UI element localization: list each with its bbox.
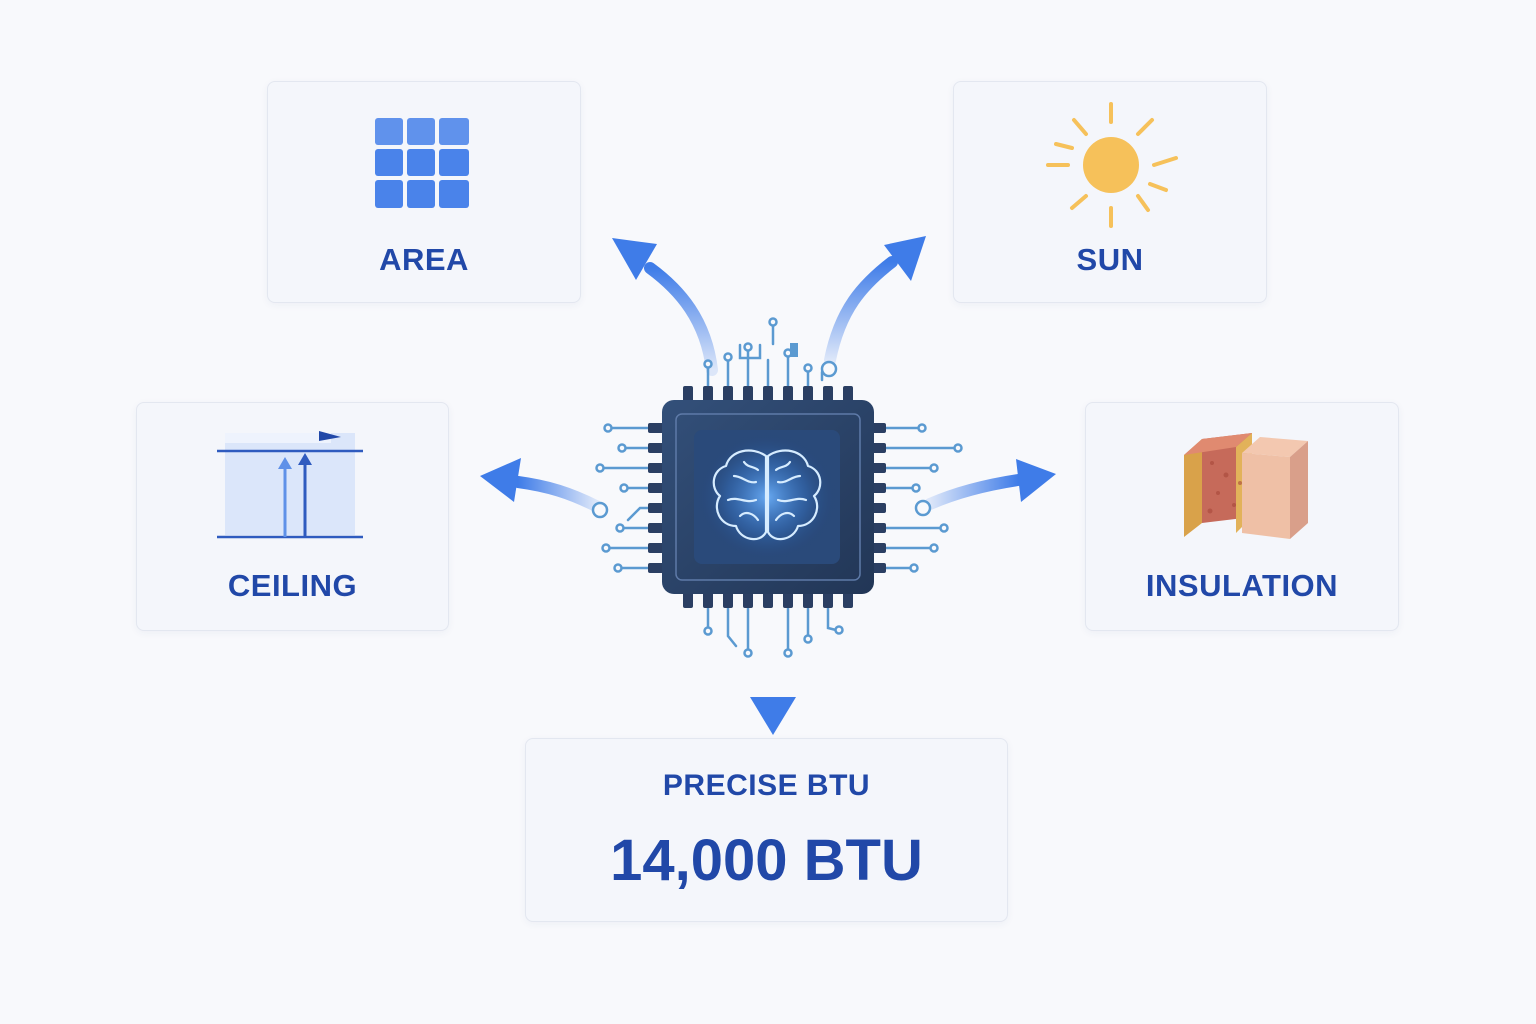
factor-card-ceiling: CEILING: [136, 402, 449, 631]
result-card: PRECISE BTU 14,000 BTU: [525, 738, 1008, 922]
grid-icon: [375, 118, 469, 208]
arrow-to-ceiling: [480, 458, 602, 512]
factor-label-area: AREA: [379, 242, 469, 277]
factor-card-sun: SUN: [953, 81, 1267, 303]
factor-label-ceiling: CEILING: [227, 568, 358, 603]
factor-card-insulation: INSULATION: [1085, 402, 1399, 631]
arrow-to-sun: [824, 236, 926, 366]
factor-label-insulation: INSULATION: [1145, 568, 1339, 603]
arrow-to-area: [612, 238, 718, 376]
arrow-to-insulation: [924, 459, 1056, 510]
ai-chip-brain-icon: [591, 317, 963, 658]
insulation-layers-icon: [1184, 433, 1308, 539]
ceiling-height-icon: [217, 431, 363, 539]
factor-label-sun: SUN: [1076, 242, 1144, 277]
result-title: PRECISE BTU: [662, 769, 871, 802]
result-value: 14,000 BTU: [610, 828, 923, 893]
sun-icon: [1046, 102, 1178, 228]
factor-card-area: AREA: [267, 81, 581, 303]
arrow-to-result: [750, 628, 796, 735]
